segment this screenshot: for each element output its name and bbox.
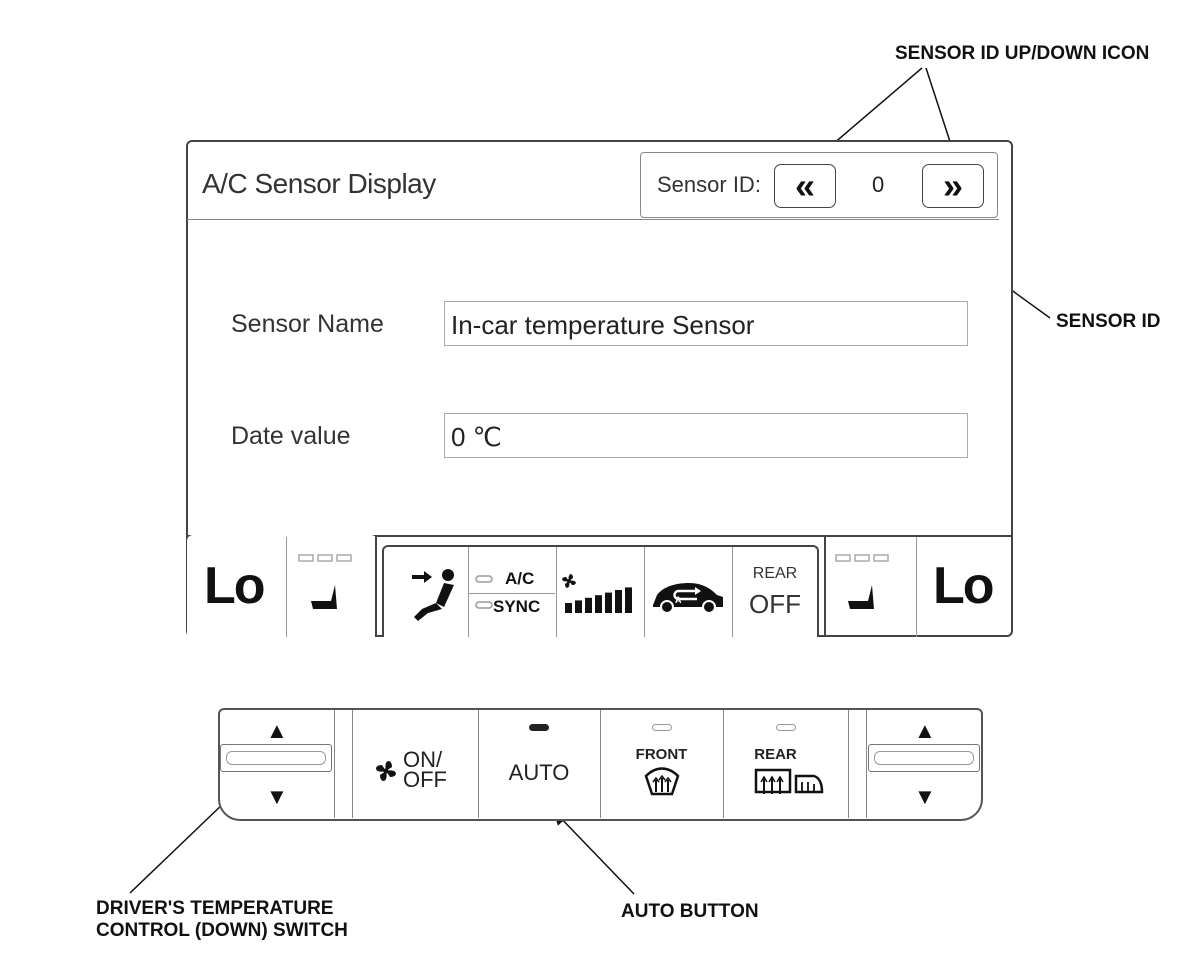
driver-temp-down-switch[interactable]: ▼	[266, 784, 288, 810]
triangle-up-icon: ▲	[266, 718, 288, 743]
passenger-seat-heater-button[interactable]	[826, 537, 916, 637]
fan-level-bar	[565, 603, 572, 613]
callout-sensor-id: SENSOR ID	[1056, 311, 1161, 332]
fan-level-icon	[562, 574, 632, 613]
fan-level-bar	[605, 592, 612, 613]
callout-driver-temp-line1: DRIVER'S TEMPERATURE	[96, 898, 334, 919]
rear-defrost-indicator-led	[776, 724, 796, 731]
passenger-temp-switch	[866, 710, 981, 818]
sync-label: SYNC	[493, 597, 541, 616]
fan-on-off-button[interactable]: ON/ OFF	[352, 710, 478, 818]
panel-separator-right	[848, 710, 866, 818]
front-defrost-icon	[644, 767, 680, 796]
passenger-temp-down-switch[interactable]: ▼	[914, 784, 936, 810]
sensor-id-down-button[interactable]: «	[774, 164, 836, 208]
triangle-down-icon: ▼	[266, 784, 288, 809]
seat-icon	[298, 554, 352, 609]
ac-sync-button[interactable]: A/C SYNC	[468, 547, 556, 637]
data-value-label: Date value	[231, 422, 351, 450]
passenger-temp-cell	[916, 537, 1011, 637]
sync-indicator-icon	[475, 601, 493, 609]
rear-defrost-label: REAR	[754, 746, 797, 763]
vent-mode-icon	[412, 569, 454, 621]
passenger-temp-display[interactable]: Lo	[933, 557, 995, 615]
double-chevron-right-icon: »	[942, 165, 964, 206]
fan-level-bar	[595, 595, 602, 613]
fan-level-bar	[625, 587, 632, 613]
fan-level-bar	[575, 600, 582, 613]
passenger-temp-up-switch[interactable]: ▲	[914, 718, 936, 744]
rear-defrost-button[interactable]: REAR	[723, 710, 848, 818]
auto-label: AUTO	[508, 760, 570, 785]
driver-temp-up-switch[interactable]: ▲	[266, 718, 288, 744]
rear-defrost-mirror-icon	[754, 768, 824, 794]
sensor-id-selector	[640, 152, 998, 218]
driver-temp-rocker-slot	[226, 751, 326, 765]
left-temp-group	[187, 535, 377, 637]
ac-indicator-icon	[475, 575, 493, 583]
fan-on-label: ON/	[403, 747, 443, 772]
fan-icon	[376, 761, 396, 781]
front-label: FRONT	[635, 746, 688, 763]
driver-temp-rocker	[220, 744, 332, 772]
panel-separator-left	[334, 710, 352, 818]
callout-driver-temp-line2: CONTROL (DOWN) SWITCH	[96, 920, 348, 941]
triangle-down-icon: ▼	[914, 784, 936, 809]
rear-climate-button[interactable]: REAR OFF	[732, 547, 819, 637]
sensor-name-field: In-car temperature Sensor	[444, 301, 968, 346]
sensor-id-value: 0	[872, 172, 885, 197]
passenger-temp-rocker-slot	[874, 751, 974, 765]
rear-state: OFF	[749, 589, 801, 619]
sensor-id-up-button[interactable]: »	[922, 164, 984, 208]
page-title: A/C Sensor Display	[202, 168, 436, 199]
fan-level-bars	[565, 587, 632, 613]
triangle-up-icon: ▲	[914, 718, 936, 743]
fan-icon	[562, 574, 576, 588]
center-controls-group	[382, 545, 819, 637]
driver-temp-display[interactable]: Lo	[204, 557, 266, 615]
header-divider	[187, 219, 999, 220]
fan-off-label: OFF	[403, 767, 447, 792]
callout-auto-button: AUTO BUTTON	[621, 901, 759, 922]
recirculation-icon: A	[653, 583, 723, 614]
ac-sync-divider	[469, 593, 555, 594]
auto-indicator-led	[529, 724, 549, 731]
fan-level-bar	[615, 590, 622, 613]
left-group-edge	[375, 537, 377, 637]
fan-level-bar	[585, 597, 592, 613]
callout-sensor-id-arrows: SENSOR ID UP/DOWN ICON	[895, 43, 1150, 64]
seat-icon	[835, 554, 889, 609]
rear-label: REAR	[752, 565, 798, 582]
passenger-temp-rocker	[868, 744, 980, 772]
driver-seat-heater-button[interactable]	[286, 537, 376, 637]
data-value-field: 0 ℃	[444, 413, 968, 458]
front-defrost-button[interactable]: FRONT	[600, 710, 723, 818]
recirculation-button[interactable]: A	[644, 547, 732, 637]
svg-text:A: A	[675, 595, 682, 605]
auto-button[interactable]: AUTO	[478, 710, 600, 818]
front-defrost-indicator-led	[652, 724, 672, 731]
sensor-name-label: Sensor Name	[231, 310, 384, 338]
sensor-id-label: Sensor ID:	[657, 172, 761, 197]
fan-speed-button[interactable]	[556, 547, 644, 637]
double-chevron-left-icon: «	[794, 165, 816, 206]
vent-mode-button[interactable]	[384, 547, 468, 637]
right-group-edge	[824, 537, 826, 637]
status-bar-divider	[187, 535, 1011, 537]
ac-label: A/C	[505, 569, 535, 588]
